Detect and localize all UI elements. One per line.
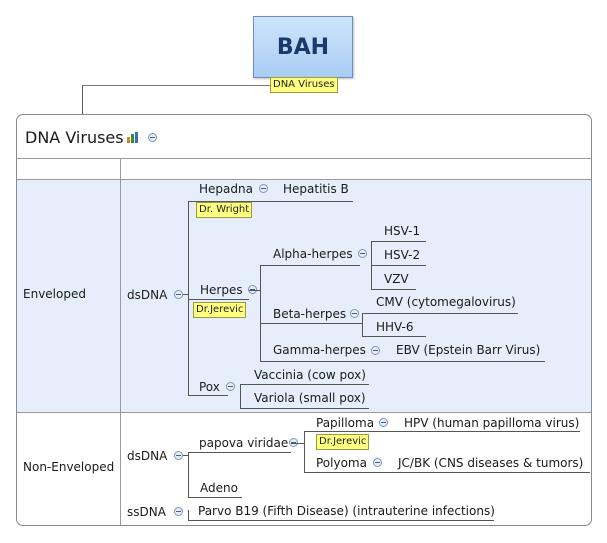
collapse-icon[interactable] [174,507,183,516]
underline [260,323,362,324]
branch-line [183,455,189,456]
header-divider-2 [17,179,591,180]
root-connector-h [82,85,270,86]
branch-line [188,452,189,497]
underline [188,497,242,498]
topic-gamma-herpes[interactable]: Gamma-herpes [273,343,366,357]
topic-dsdna-non-enveloped[interactable]: dsDNA [127,449,168,463]
underline [362,336,426,337]
branch-line [362,313,363,336]
underline [371,289,416,290]
underline [260,265,360,266]
topic-parvo-b19[interactable]: Parvo B19 (Fifth Disease) (intrauterine … [198,504,495,518]
collapse-icon[interactable] [174,451,183,460]
row-divider [17,412,591,413]
collapse-icon[interactable] [259,184,268,193]
sheet-title[interactable]: DNA Viruses [25,128,124,147]
collapse-icon[interactable] [248,285,257,294]
topic-vzv[interactable]: VZV [384,272,409,286]
underline [371,241,426,242]
branch-line [188,201,189,395]
note-dr-wright[interactable]: Dr. Wright [196,202,253,218]
sheet-collapse-icon[interactable] [148,133,157,142]
topic-beta-herpes[interactable]: Beta-herpes [273,307,347,321]
branch-line [304,431,305,472]
branch-line [188,510,189,520]
topic-hpv[interactable]: HPV (human papilloma virus) [404,416,580,430]
collapse-icon[interactable] [289,438,298,447]
collapse-icon[interactable] [350,309,359,318]
branch-line [240,384,241,408]
collapse-icon[interactable] [373,458,382,467]
note-dr-jerevic[interactable]: Dr.Jerevic [193,302,247,318]
branch-line [291,443,304,444]
topic-hsv-1[interactable]: HSV-1 [384,224,421,238]
topic-polyoma[interactable]: Polyoma [316,456,367,470]
column-divider [120,158,121,525]
underline [304,472,590,473]
collapse-icon[interactable] [226,382,235,391]
root-connector [82,85,83,114]
topic-variola[interactable]: Variola (small pox) [254,391,366,405]
root-topic[interactable]: BAH [253,16,353,78]
topic-papova-viridae[interactable]: papova viridae [199,436,289,450]
underline [240,384,369,385]
underline [371,265,426,266]
topic-herpes[interactable]: Herpes [200,283,243,297]
topic-ebv[interactable]: EBV (Epstein Barr Virus) [396,343,541,357]
topic-dsdna-enveloped[interactable]: dsDNA [127,288,168,302]
topic-vaccinia[interactable]: Vaccinia (cow pox) [254,368,366,382]
underline [260,361,545,362]
collapse-icon[interactable] [371,346,380,355]
underline [188,520,494,521]
collapse-icon[interactable] [358,249,367,258]
topic-ssdna[interactable]: ssDNA [127,505,166,519]
underline [188,299,249,300]
topic-hsv-2[interactable]: HSV-2 [384,248,421,262]
topic-adeno[interactable]: Adeno [200,481,238,495]
row-label-non-enveloped[interactable]: Non-Enveloped [23,460,115,474]
topic-cmv[interactable]: CMV (cytomegalovirus) [376,295,516,309]
underline [188,201,353,202]
enveloped-band [17,180,591,412]
topic-papilloma[interactable]: Papilloma [316,416,375,430]
note-dr-jerevic[interactable]: Dr.Jerevic [316,434,370,450]
topic-alpha-herpes[interactable]: Alpha-herpes [273,247,353,261]
topic-pox[interactable]: Pox [199,380,220,394]
header-divider [17,158,591,159]
underline [188,395,228,396]
collapse-icon[interactable] [174,290,183,299]
underline [362,313,518,314]
row-label-enveloped[interactable]: Enveloped [23,287,86,301]
root-note[interactable]: DNA Viruses [270,77,338,93]
topic-hepatitis-b[interactable]: Hepatitis B [283,182,349,196]
branch-line [249,290,260,291]
topic-jc-bk[interactable]: JC/BK (CNS diseases & tumors) [398,456,584,470]
branch-line [260,265,261,361]
underline [304,431,580,432]
underline [240,408,369,409]
topic-hhv-6[interactable]: HHV-6 [376,320,414,334]
topic-hepadna[interactable]: Hepadna [199,182,253,196]
branch-line [183,294,189,295]
underline [188,452,291,453]
collapse-icon[interactable] [379,418,388,427]
chart-icon [127,132,138,143]
